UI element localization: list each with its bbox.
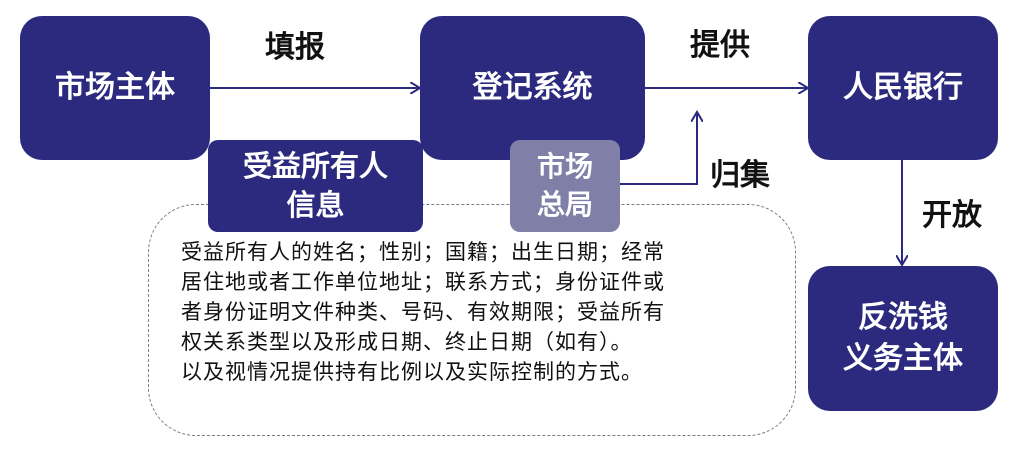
node-market-entity: 市场主体	[20, 16, 210, 160]
node-samr: 市场 总局	[510, 140, 620, 232]
node-aml-obligor: 反洗钱 义务主体	[808, 266, 998, 411]
label-collect: 归集	[710, 158, 770, 193]
info-line: 者身份证明文件种类、号码、有效期限；受益所有	[181, 300, 665, 324]
info-line: 居住地或者工作单位地址；联系方式；身份证件或	[181, 270, 665, 294]
node-beneficial-owner-info: 受益所有人 信息	[208, 140, 423, 232]
label-open: 开放	[922, 198, 982, 233]
arrow-samr-collect	[620, 112, 697, 185]
label-fill-in: 填报	[265, 30, 325, 65]
label-provide: 提供	[690, 28, 750, 63]
info-line: 以及视情况提供持有比例以及实际控制的方式。	[181, 360, 643, 384]
info-line: 权关系类型以及形成日期、终止日期（如有）。	[181, 330, 633, 354]
node-pboc: 人民银行	[808, 16, 998, 160]
info-line: 受益所有人的姓名；性别；国籍；出生日期；经常	[181, 240, 665, 264]
beneficial-owner-info-details: 受益所有人的姓名；性别；国籍；出生日期；经常 居住地或者工作单位地址；联系方式；…	[148, 204, 796, 436]
node-registration-system: 登记系统	[420, 16, 645, 160]
